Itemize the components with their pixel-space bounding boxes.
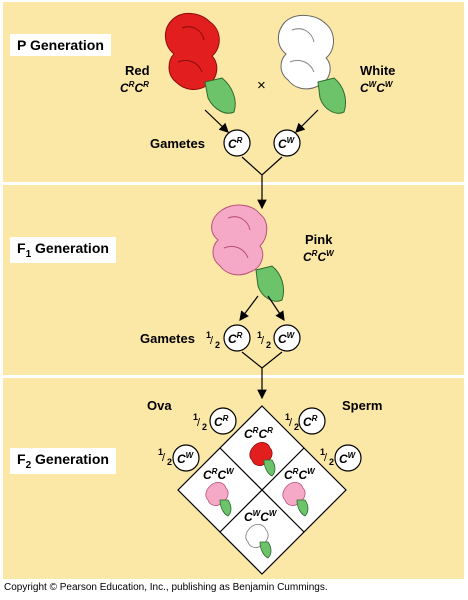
f1-generation-label: F1 Generation: [10, 237, 116, 263]
svg-text:CR: CR: [228, 136, 243, 151]
p-gamete-red: CR: [223, 129, 251, 157]
svg-text:CWCW: CWCW: [244, 509, 278, 524]
svg-text:/: /: [162, 452, 166, 464]
arrow-f1-gamete-white: [267, 295, 285, 321]
f1-gamete-red: 1 / 2 CR: [206, 324, 251, 352]
svg-text:1: 1: [320, 447, 325, 457]
svg-text:CW: CW: [278, 331, 296, 346]
cross-symbol: ×: [257, 77, 266, 94]
svg-text:2: 2: [202, 422, 207, 432]
f1-gamete-white: 1 / 2 CW: [257, 324, 301, 352]
svg-text:CRCW: CRCW: [203, 467, 235, 482]
svg-text:CRCW: CRCW: [284, 467, 316, 482]
sperm-gamete-red: 1 / 2 CR: [285, 407, 326, 435]
white-label: White: [360, 63, 395, 78]
copyright-notice: Copyright © Pearson Education, Inc., pub…: [4, 582, 328, 593]
arrow-white-to-gamete: [295, 109, 319, 133]
svg-text:1: 1: [206, 330, 211, 340]
small-pink-flower-icon: [205, 482, 232, 517]
svg-text:/: /: [324, 452, 328, 464]
svg-text:2: 2: [294, 422, 299, 432]
punnett-square: [177, 405, 347, 575]
svg-text:/: /: [261, 335, 265, 347]
svg-text:2: 2: [329, 457, 334, 467]
ova-gamete-red: 1 / 2 CR: [193, 407, 237, 435]
ova-gamete-white: 1 / 2 CW: [158, 444, 200, 472]
svg-text:CW: CW: [278, 136, 296, 151]
fertilization-lines: [241, 156, 283, 176]
svg-text:CRCR: CRCR: [244, 426, 273, 441]
punnett-cell-left: CRCW: [203, 467, 235, 517]
svg-text:1: 1: [285, 412, 290, 422]
arrow-f1-gamete-red: [239, 295, 259, 321]
pink-label: Pink: [305, 232, 333, 247]
svg-text:CR: CR: [228, 331, 243, 346]
svg-text:2: 2: [215, 340, 220, 350]
svg-text:CW: CW: [177, 451, 195, 466]
punnett-cell-top: CRCR: [244, 426, 276, 477]
svg-text:2: 2: [167, 457, 172, 467]
svg-text:/: /: [197, 417, 201, 429]
svg-text:/: /: [210, 335, 214, 347]
sperm-gamete-white: 1 / 2 CW: [320, 444, 362, 472]
pink-genotype: CRCW: [303, 249, 335, 264]
small-red-flower-icon: [249, 442, 276, 477]
red-flower-icon: [165, 13, 236, 114]
arrow-red-to-gamete: [204, 109, 229, 133]
punnett-cell-bottom: CWCW: [244, 509, 278, 559]
sperm-label: Sperm: [342, 398, 382, 413]
small-pink-flower-icon: [282, 482, 309, 517]
svg-text:1: 1: [193, 412, 198, 422]
svg-text:1: 1: [158, 447, 163, 457]
f2-generation-label: F2 Generation: [10, 448, 116, 474]
white-genotype: CWCW: [360, 80, 394, 95]
ova-label: Ova: [147, 398, 172, 413]
p-gametes-label: Gametes: [150, 136, 205, 151]
f1-gametes-label: Gametes: [140, 331, 195, 346]
white-flower-icon: [277, 15, 347, 114]
red-label: Red: [125, 63, 150, 78]
p-gamete-white: CW: [273, 129, 301, 157]
pink-flower-icon: [211, 204, 285, 302]
svg-text:CR: CR: [214, 414, 229, 429]
svg-text:CR: CR: [303, 414, 318, 429]
punnett-cell-right: CRCW: [282, 467, 316, 517]
small-white-flower-icon: [245, 524, 272, 559]
red-genotype: CRCR: [120, 80, 149, 95]
svg-text:1: 1: [257, 330, 262, 340]
p-generation-label: P Generation: [10, 34, 111, 56]
svg-text:CW: CW: [339, 451, 357, 466]
f1-fertilization-lines: [241, 351, 283, 369]
svg-text:2: 2: [266, 340, 271, 350]
svg-text:/: /: [289, 417, 293, 429]
